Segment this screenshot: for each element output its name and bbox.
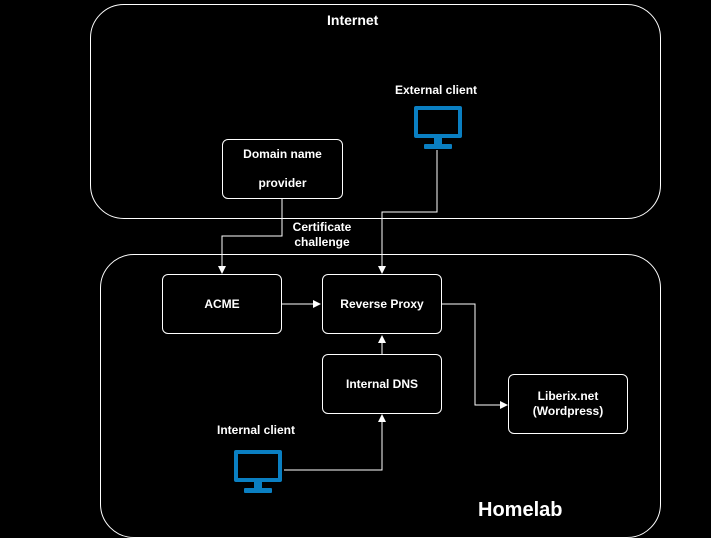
external-client-label: External client — [394, 83, 478, 97]
monitor-icon[interactable] — [413, 106, 463, 150]
domain-provider-node[interactable]: Domain name provider — [222, 139, 343, 199]
reverse-proxy-node[interactable]: Reverse Proxy — [322, 274, 442, 334]
liberix-line1: Liberix.net — [537, 389, 599, 403]
internal-dns-label: Internal DNS — [345, 376, 418, 391]
liberix-line2: (Wordpress) — [532, 404, 604, 418]
cert-challenge-line1: Certificate — [292, 220, 352, 234]
internal-dns-node[interactable]: Internal DNS — [322, 354, 442, 414]
reverse-proxy-label: Reverse Proxy — [340, 296, 424, 311]
internal-client-label: Internal client — [216, 423, 296, 437]
cert-challenge-label: Certificate challenge — [287, 220, 357, 250]
liberix-node[interactable]: Liberix.net (Wordpress) — [508, 374, 628, 434]
homelab-zone-label: Homelab — [478, 499, 563, 521]
monitor-icon[interactable] — [233, 450, 283, 494]
cert-challenge-line2: challenge — [294, 235, 350, 249]
acme-node[interactable]: ACME — [162, 274, 282, 334]
domain-provider-line2: provider — [258, 176, 307, 190]
internet-zone — [90, 4, 661, 219]
domain-provider-line1: Domain name — [243, 147, 322, 161]
internet-zone-label: Internet — [327, 12, 379, 28]
acme-label: ACME — [204, 296, 240, 311]
